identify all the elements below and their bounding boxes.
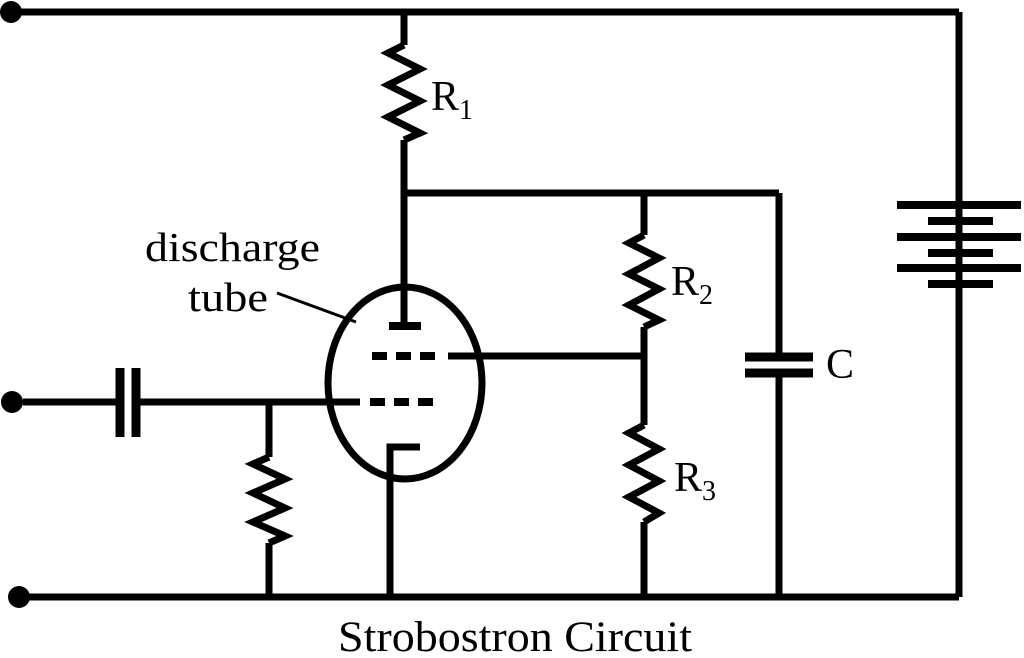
terminals-group (0, 1, 30, 608)
r2-label-subscript: 2 (699, 280, 713, 311)
cap-c-label: C (826, 342, 854, 388)
r3-label-subscript: 3 (702, 476, 716, 507)
top-left-terminal-dot (0, 1, 22, 23)
discharge-tube-annotation-line1: discharge (145, 224, 320, 270)
wiring-group (11, 8, 1021, 601)
diagram-title: Strobostron Circuit (338, 614, 692, 658)
input-terminal-dot (1, 391, 23, 413)
r1-label-subscript: 1 (459, 95, 473, 126)
r2-label-base: R (671, 259, 699, 305)
annotation-pointer-line (276, 291, 357, 324)
discharge-tube-annotation-line2: tube (188, 274, 268, 320)
resistor-r2-zigzag (621, 231, 668, 331)
tube-cathode-electrode (386, 443, 420, 597)
resistor-r1-zigzag (380, 41, 429, 144)
resistor-r3-zigzag (621, 421, 667, 526)
r1-label: R1 (431, 74, 473, 126)
bottom-left-terminal-dot (8, 586, 30, 608)
grid-resistor-zigzag (244, 453, 294, 547)
discharge-tube-envelope (324, 283, 486, 483)
r3-label: R3 (674, 455, 716, 507)
r1-label-base: R (431, 74, 459, 120)
r3-label-base: R (674, 455, 702, 501)
r2-label: R2 (671, 259, 713, 311)
